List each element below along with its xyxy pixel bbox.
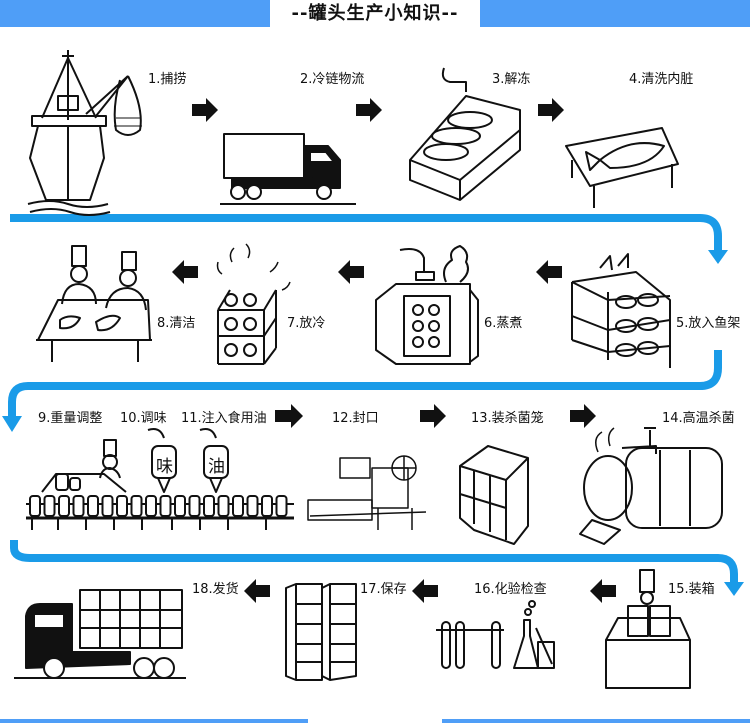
can-icon [58, 495, 70, 517]
flow-segment-row3 [10, 540, 738, 582]
retort-sterilizer-icon [579, 427, 723, 545]
step-label-14: 14.高温杀菌 [662, 411, 735, 426]
storage-shelves-icon [285, 583, 357, 681]
arrow-left-16 [412, 579, 438, 603]
step-label-11: 11.注入食用油 [181, 411, 267, 426]
step-label-6: 6.蒸煮 [484, 316, 523, 331]
can-icon [159, 495, 172, 517]
step-label-16: 16.化验检查 [474, 582, 547, 597]
step-label-9: 9.重量调整 [38, 411, 103, 426]
oil-tag: 油 [208, 457, 225, 477]
arrow-right-11 [275, 404, 303, 428]
arrow-left-5 [536, 260, 562, 284]
flow-arrowhead-1 [708, 250, 728, 264]
header-bar-right [480, 0, 750, 27]
arrow-right-13 [570, 404, 596, 428]
can-icon [246, 495, 259, 517]
arrow-right-2 [356, 98, 382, 122]
cooling-rack-icon [216, 243, 291, 365]
can-icon [203, 495, 215, 517]
can-icon [188, 495, 201, 517]
flow-segment-row1 [10, 214, 722, 250]
seasoning-tag: 味 [156, 457, 173, 477]
flow-arrowhead-3 [724, 582, 744, 596]
arrow-left-6 [338, 260, 364, 284]
refrigerated-truck-icon [220, 133, 356, 205]
can-icon [101, 495, 114, 517]
can-icon [275, 495, 288, 517]
step-label-18: 18.发货 [192, 582, 239, 597]
steamer-icon [375, 245, 479, 365]
seasoning-dispenser-icon [147, 428, 177, 493]
step-label-3: 3.解冻 [492, 72, 531, 87]
can-icon [43, 495, 56, 517]
arrow-right-12 [420, 404, 446, 428]
can-icon [174, 495, 186, 517]
can-icon [87, 495, 99, 517]
step-label-8: 8.清洁 [157, 316, 196, 331]
footer-bar-left [0, 719, 308, 723]
sterilization-cage-icon [459, 445, 529, 545]
step-label-12: 12.封口 [332, 411, 379, 426]
flow-segment-row2 [8, 350, 722, 416]
oil-dispenser-icon [199, 428, 229, 493]
can-icon [261, 495, 273, 517]
step-label-17: 17.保存 [360, 582, 407, 597]
delivery-truck-icon [14, 589, 186, 679]
fishing-boat-icon [27, 50, 142, 216]
can-icon [232, 495, 244, 517]
step-label-13: 13.装杀菌笼 [471, 411, 544, 426]
arrow-left-15 [590, 579, 616, 603]
step-label-4: 4.清洗内脏 [629, 72, 694, 87]
step-label-10: 10.调味 [120, 411, 167, 426]
fish-rack-icon [571, 253, 671, 368]
header-bar-left [0, 0, 270, 27]
can-icon [29, 495, 41, 517]
can-icon [72, 495, 85, 517]
sealing-machine-icon [307, 455, 427, 530]
step-label-5: 5.放入鱼架 [676, 316, 741, 331]
thawing-tub-icon [409, 67, 521, 201]
step-label-2: 2.冷链物流 [300, 72, 365, 87]
arrow-right-3 [538, 98, 564, 122]
footer-bar-right [442, 719, 750, 723]
page-title: --罐头生产小知识-- [291, 3, 459, 24]
can-icon [217, 495, 230, 517]
lab-test-icon [436, 600, 555, 669]
fish-on-table-icon [565, 127, 679, 208]
arrow-left-7 [172, 260, 198, 284]
arrow-right-1 [192, 98, 218, 122]
arrow-left-17 [244, 579, 270, 603]
step-label-7: 7.放冷 [287, 316, 326, 331]
can-icon [116, 495, 128, 517]
step-label-15: 15.装箱 [668, 582, 715, 597]
can-icon [145, 495, 157, 517]
step-label-1: 1.捕捞 [148, 72, 187, 87]
can-icon [130, 495, 143, 517]
boxing-worker-icon [605, 569, 691, 689]
cans-row-icon [29, 495, 288, 517]
workers-cleaning-icon [36, 245, 152, 362]
flow-arrowhead-2 [2, 416, 22, 432]
